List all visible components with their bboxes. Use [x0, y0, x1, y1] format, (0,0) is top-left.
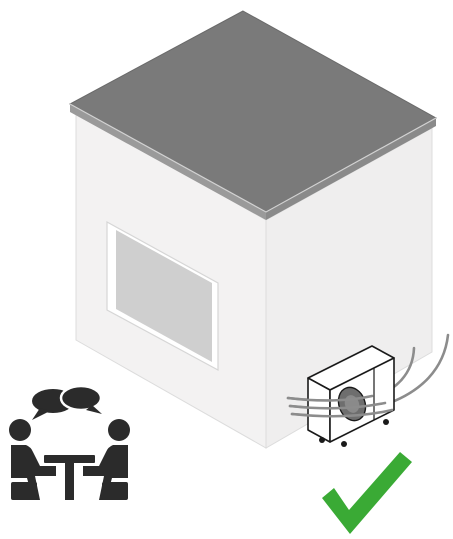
check-mark-icon [322, 452, 412, 534]
person-left-body [11, 445, 56, 500]
table-top [44, 455, 95, 463]
person-left-head [9, 419, 31, 441]
window [116, 230, 212, 362]
heat-pump-unit [286, 333, 450, 447]
two-people-talking-at-table-icon [9, 384, 130, 500]
person-right-head [108, 419, 130, 441]
heat-pump-foot [319, 437, 325, 443]
speech-bubbles-icon [32, 384, 103, 420]
roof-front-edge [70, 104, 266, 220]
heat-pump-front [307, 377, 331, 443]
heat-pump-foot [341, 441, 347, 447]
heat-pump-foot [383, 419, 389, 425]
roof-side-edge [266, 118, 436, 220]
table-leg [65, 463, 74, 500]
person-right-body [83, 445, 128, 500]
